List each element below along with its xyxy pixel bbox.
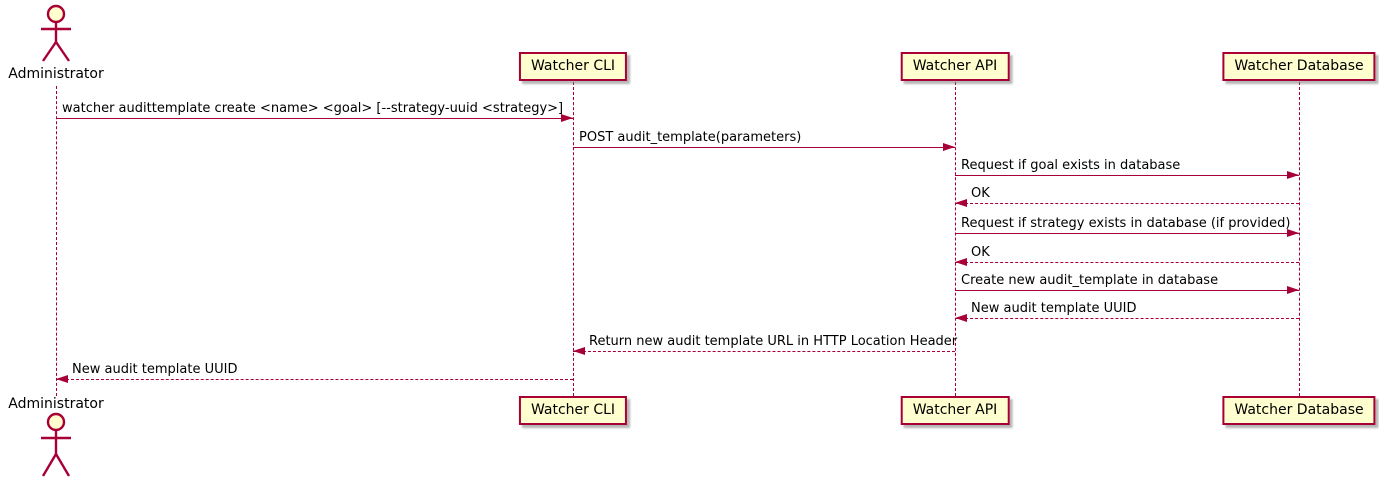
- message-label: POST audit_template(parameters): [579, 130, 802, 145]
- lifeline: [1299, 82, 1300, 396]
- message-label: Create new audit_template in database: [961, 273, 1219, 288]
- message: OK: [955, 245, 1299, 266]
- message: Return new audit template URL in HTTP Lo…: [573, 334, 957, 355]
- participant-box: Watcher CLI: [518, 52, 628, 81]
- message-label: New audit template UUID: [971, 301, 1137, 316]
- message: New audit template UUID: [56, 362, 573, 383]
- arrowhead-icon: [1287, 171, 1299, 179]
- message: watcher audittemplate create <name> <goa…: [56, 101, 573, 122]
- arrowhead-icon: [955, 258, 967, 266]
- arrowhead-icon: [943, 143, 955, 151]
- actor-label-top: Administrator: [8, 66, 104, 82]
- message: Create new audit_template in database: [955, 273, 1299, 294]
- message: OK: [955, 186, 1299, 207]
- arrowhead-icon: [561, 114, 573, 122]
- lifeline: [573, 82, 574, 396]
- lifeline: [955, 82, 956, 396]
- message: New audit template UUID: [955, 301, 1299, 322]
- participant-box: Watcher API: [900, 52, 1010, 81]
- actor-icon: [35, 4, 77, 68]
- message: Request if goal exists in database: [955, 158, 1299, 179]
- actor-icon: [35, 412, 77, 483]
- arrowhead-icon: [1287, 286, 1299, 294]
- participant-box: Watcher Database: [1222, 396, 1376, 425]
- message: POST audit_template(parameters): [573, 130, 955, 151]
- message-label: OK: [971, 245, 990, 260]
- message-label: Request if strategy exists in database (…: [961, 216, 1291, 231]
- participant-box: Watcher CLI: [518, 396, 628, 425]
- arrowhead-icon: [56, 375, 68, 383]
- arrowhead-icon: [955, 199, 967, 207]
- message-label: Request if goal exists in database: [961, 158, 1181, 173]
- arrowhead-icon: [573, 347, 585, 355]
- message: Request if strategy exists in database (…: [955, 216, 1299, 237]
- actor-label-bottom: Administrator: [8, 396, 104, 412]
- message-label: New audit template UUID: [72, 362, 238, 377]
- participant-box: Watcher API: [900, 396, 1010, 425]
- message-label: Return new audit template URL in HTTP Lo…: [589, 334, 958, 349]
- participant-box: Watcher Database: [1222, 52, 1376, 81]
- arrowhead-icon: [955, 314, 967, 322]
- message-label: watcher audittemplate create <name> <goa…: [62, 101, 564, 116]
- lifeline: [56, 86, 57, 396]
- arrowhead-icon: [1287, 229, 1299, 237]
- message-label: OK: [971, 186, 990, 201]
